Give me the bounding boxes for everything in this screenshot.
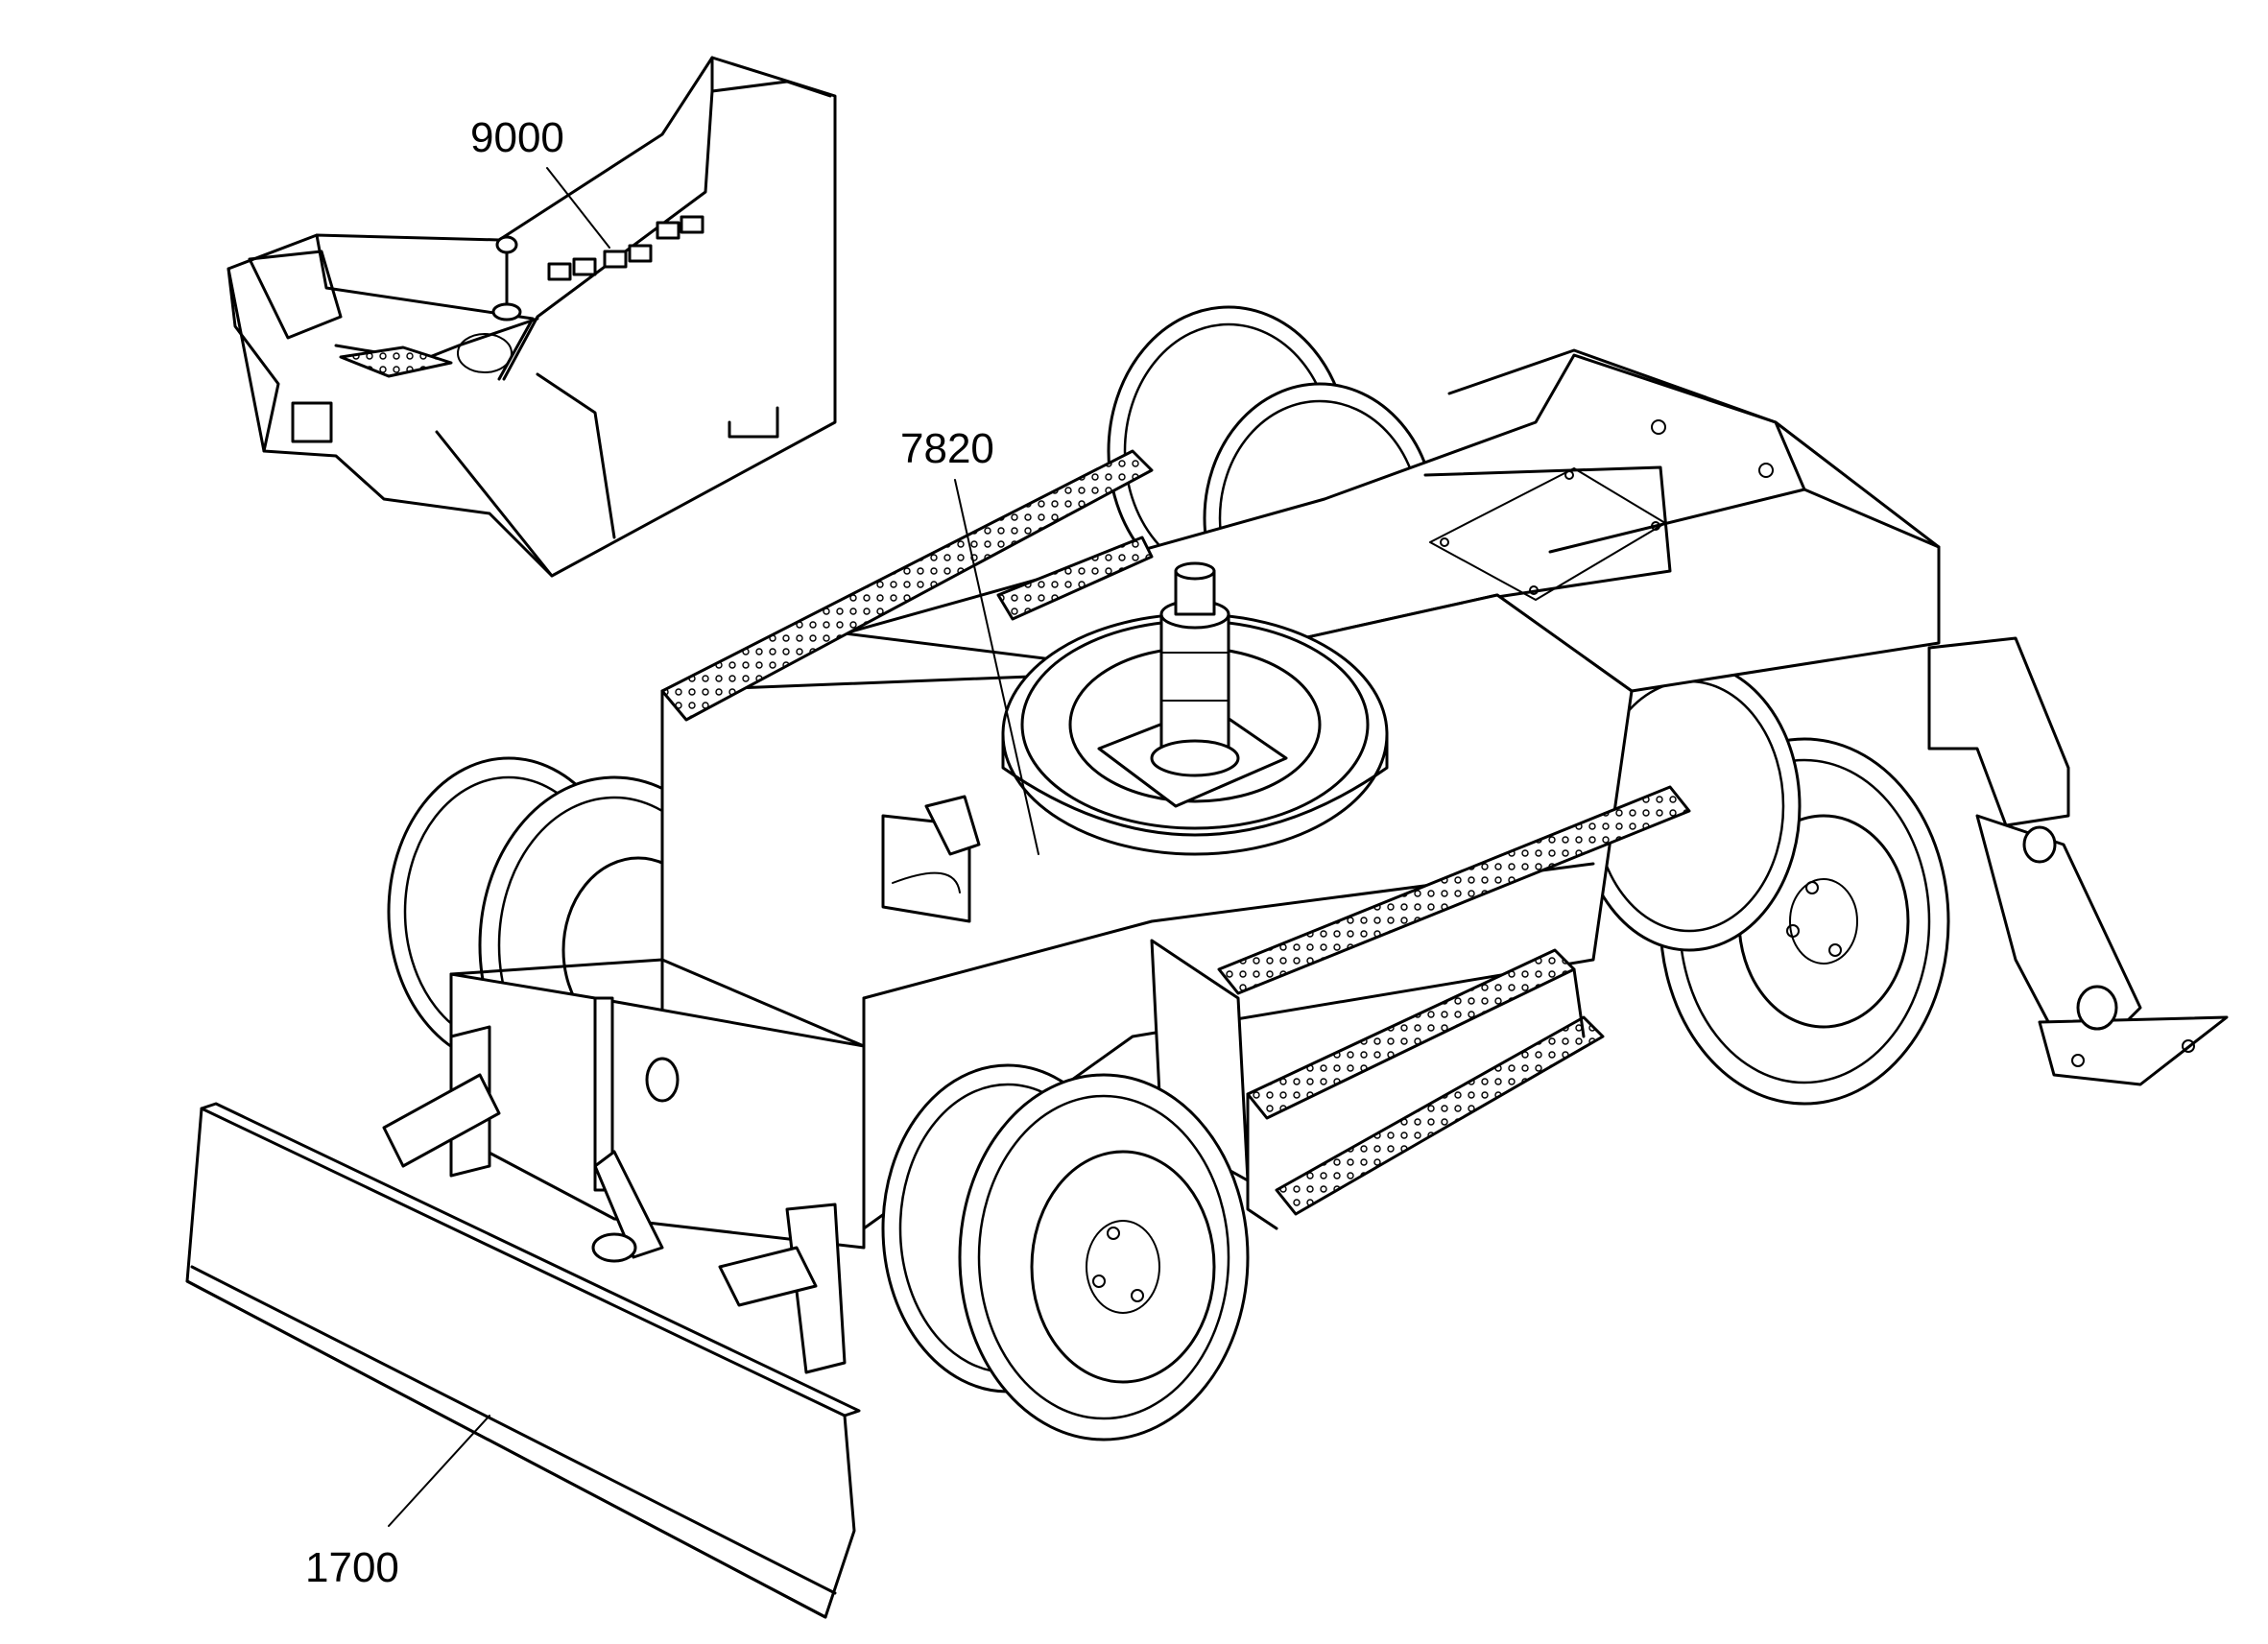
joystick-icon — [491, 235, 522, 322]
access-plate-icon — [1429, 467, 1666, 601]
dozer-blade-icon — [185, 1102, 861, 1619]
leader-lines — [388, 167, 1039, 1527]
rotary-joint-icon — [1150, 561, 1240, 777]
walkway-left — [660, 449, 1154, 722]
dozer-mount — [382, 958, 866, 1374]
leader-9000 — [546, 167, 610, 249]
leader-7820 — [954, 479, 1039, 855]
operator-console-icon — [227, 56, 837, 578]
control-panel-icon — [547, 215, 704, 281]
leader-1700 — [388, 1415, 490, 1527]
outrigger-support-icon — [1927, 636, 2229, 1086]
slewing-ring-icon — [1001, 561, 1389, 856]
wheel-front-right-icon — [958, 1073, 1250, 1441]
callout-7820: 7820 — [900, 425, 994, 472]
callout-9000: 9000 — [470, 114, 564, 161]
callout-1700: 1700 — [305, 1544, 399, 1591]
